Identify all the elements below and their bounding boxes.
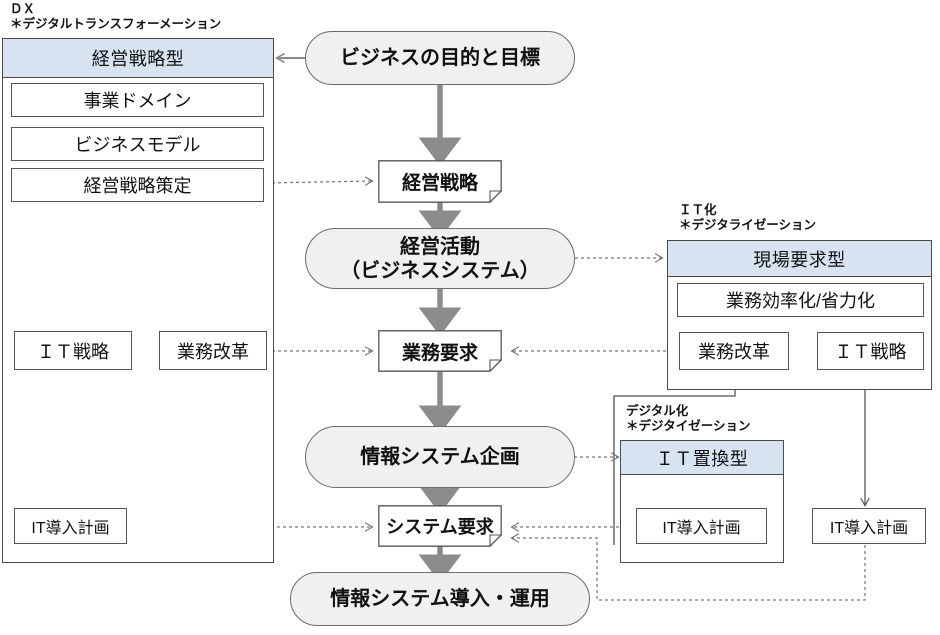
spine-node-management-strategy[interactable]: 経営戦略 — [378, 160, 502, 203]
spine-node-business-requirement[interactable]: 業務要求 — [378, 330, 502, 372]
itka-item-efficiency[interactable]: 業務効率化/省力化 — [677, 283, 924, 317]
itka-item-it-introduction-plan[interactable]: IT導入計画 — [812, 508, 926, 544]
caption-digital: デジタル化 ＊デジタイゼーション — [626, 404, 751, 434]
dx-item-business-reform[interactable]: 業務改革 — [159, 331, 267, 370]
itka-item-business-reform[interactable]: 業務改革 — [679, 332, 789, 370]
spine-node-management-activity[interactable]: 経営活動 （ビジネスシステム） — [305, 228, 575, 289]
document-shape — [378, 505, 502, 547]
caption-dx: ＤＸ ＊デジタルトランスフォーメーション — [10, 2, 222, 32]
caption-itka: ＩＴ化 ＊デジタライゼーション — [679, 203, 817, 233]
spine-node-is-planning[interactable]: 情報システム企画 — [305, 426, 575, 488]
digital-item-it-introduction-plan[interactable]: IT導入計画 — [636, 508, 767, 544]
panel-dx-header[interactable]: 経営戦略型 — [2, 38, 274, 78]
dx-item-it-introduction-plan[interactable]: IT導入計画 — [14, 508, 127, 544]
spine-node-system-requirement[interactable]: システム要求 — [378, 505, 502, 547]
panel-itka-header[interactable]: 現場要求型 — [667, 240, 932, 277]
spine-node-business-goals[interactable]: ビジネスの目的と目標 — [305, 31, 575, 85]
dx-item-business-domain[interactable]: 事業ドメイン — [11, 83, 264, 117]
document-shape — [378, 160, 502, 203]
spine-node-is-deployment-operation[interactable]: 情報システム導入・運用 — [290, 572, 590, 626]
spine-node-label-line2: （ビジネスシステム） — [340, 259, 540, 282]
dx-item-strategy-formulation[interactable]: 経営戦略策定 — [11, 168, 264, 202]
spine-node-label-line1: 経営活動 — [400, 235, 480, 258]
panel-digital-header[interactable]: ＩＴ置換型 — [620, 440, 784, 475]
itka-item-it-strategy[interactable]: ＩＴ戦略 — [817, 332, 924, 370]
dx-item-business-model[interactable]: ビジネスモデル — [11, 127, 264, 161]
spine-node-label: 業務要求 — [401, 342, 478, 364]
dx-item-it-strategy[interactable]: ＩＴ戦略 — [14, 331, 132, 370]
document-shape — [378, 330, 502, 372]
panel-dx — [2, 38, 274, 563]
spine-node-label: 経営戦略 — [401, 173, 478, 194]
spine-node-label: システム要求 — [386, 517, 494, 537]
